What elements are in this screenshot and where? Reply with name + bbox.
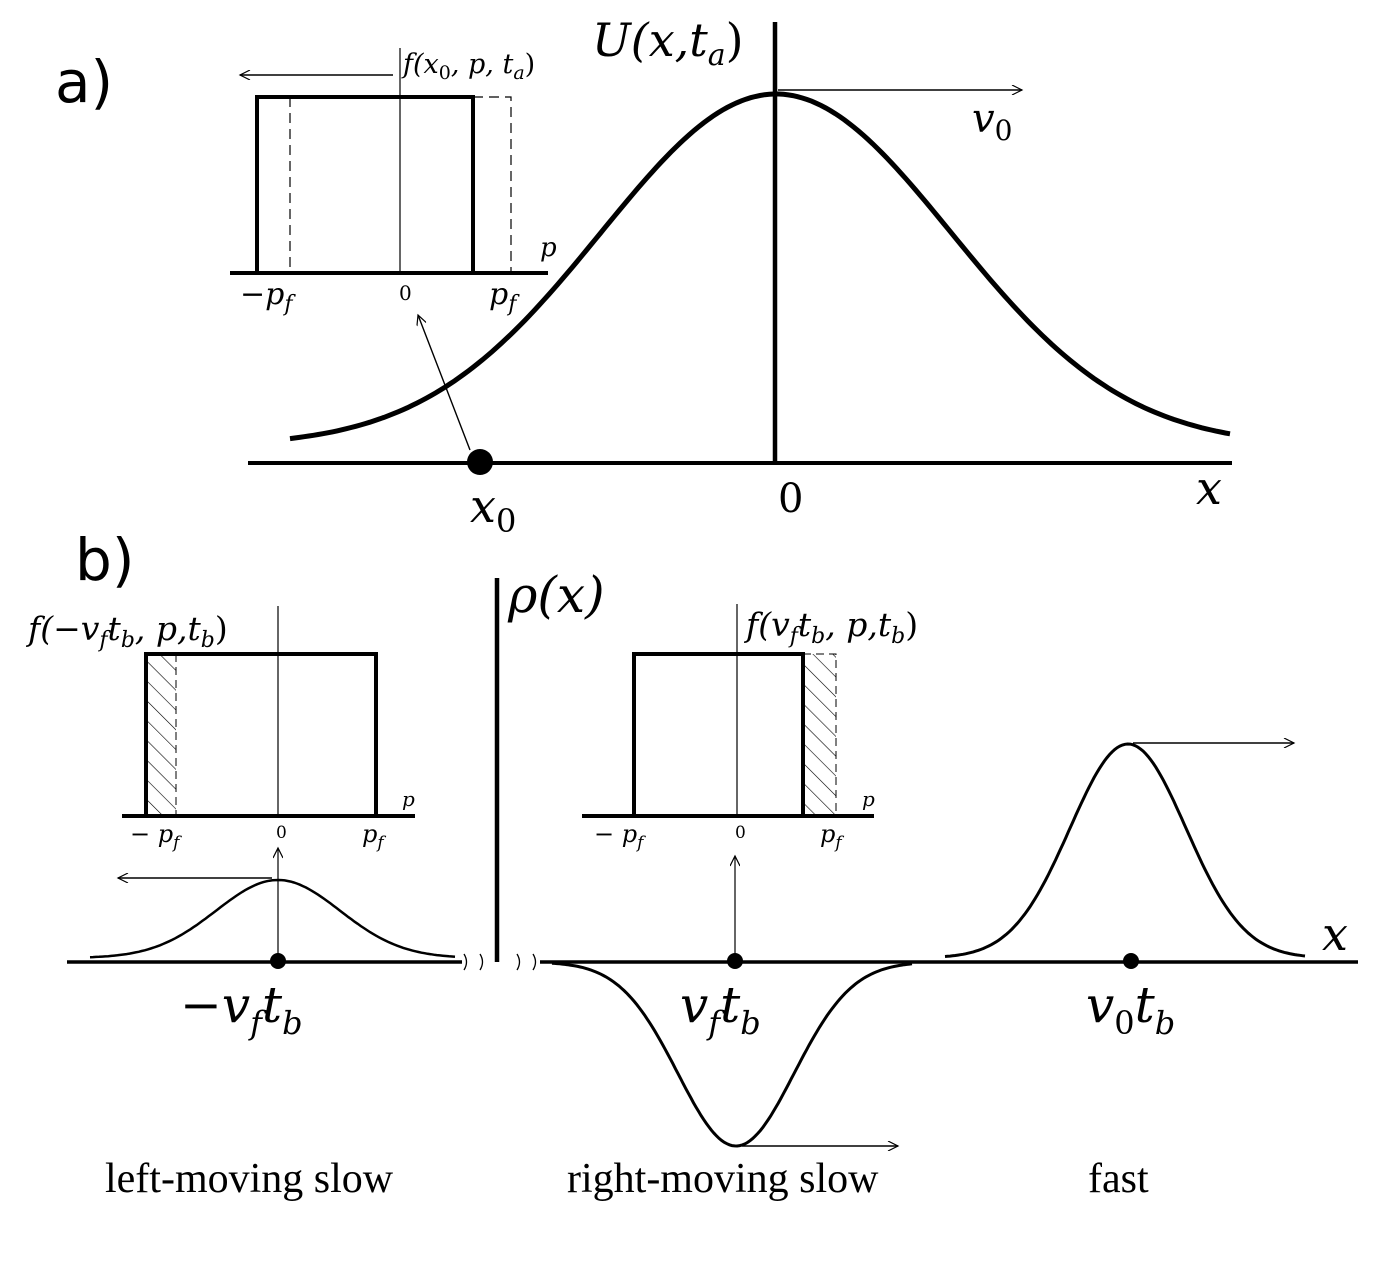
panel-b-x-label: x (1322, 907, 1348, 961)
panel-a-inset: f(x0, p, ta) p −pf 0 pf (230, 48, 557, 317)
panel-b: b) x ρ(x) −vftb f(−vftb, p,tb) p − pf 0 … (25, 526, 1358, 1202)
left-inset-p-label: p (402, 787, 415, 811)
middle-inset-right-tick: pf (820, 820, 844, 853)
right-slow-dip (551, 961, 913, 1148)
inset-a-fermi-right-dashed (473, 96, 512, 273)
inset-a-p-label: p (540, 233, 557, 263)
left-slow-caption: left-moving slow (105, 1156, 394, 1202)
left-slow-bump (89, 878, 456, 959)
fast-caption: fast (1088, 1156, 1149, 1202)
fast-bump (944, 742, 1306, 958)
left-point (270, 953, 286, 969)
middle-inset-center-tick: 0 (735, 823, 746, 843)
left-inset-center-tick: 0 (276, 823, 287, 843)
middle-inset-title: f(vftb, p,tb) (743, 605, 918, 649)
middle-point-label: vftb (680, 976, 761, 1042)
left-inset-right-tick: pf (362, 820, 386, 853)
middle-inset: f(vftb, p,tb) p − pf 0 pf (582, 604, 918, 853)
middle-inset-p-label: p (862, 787, 875, 811)
inset-a-right-tick: pf (489, 277, 520, 317)
left-inset-hatched-region (146, 654, 176, 815)
left-point-label: −vftb (180, 976, 303, 1042)
axis-break-marks (463, 953, 537, 971)
middle-inset-hatched-region (803, 654, 836, 815)
left-inset-title: f(−vftb, p,tb) (25, 609, 228, 653)
inset-a-title: f(x0, p, ta) (401, 49, 535, 84)
potential-label: U(x,ta) (592, 13, 744, 73)
panel-b-label: b) (75, 526, 134, 594)
x0-to-inset-arrow (418, 315, 471, 451)
inset-a-distribution (255, 95, 475, 273)
velocity-label: v0 (972, 96, 1012, 147)
potential-curve (289, 91, 1231, 442)
fast-point-label: v0tb (1086, 976, 1175, 1042)
left-inset-left-tick: − pf (130, 820, 182, 853)
density-label: ρ(x) (507, 566, 605, 624)
left-inset-distribution (144, 652, 378, 816)
right-slow-caption: right-moving slow (567, 1156, 879, 1202)
x0-label: x0 (470, 479, 516, 540)
panel-a-label: a) (55, 48, 113, 116)
inset-a-left-tick: −pf (240, 277, 296, 317)
middle-inset-dashed (803, 653, 837, 816)
fast-point (1123, 953, 1139, 969)
panel-a-origin-label: 0 (778, 476, 803, 522)
inset-a-center-tick: 0 (399, 281, 412, 305)
panel-a-x-label: x (1196, 461, 1222, 515)
middle-inset-left-tick: − pf (594, 820, 646, 853)
x0-point (467, 449, 493, 475)
panel-a: a) v0 U(x,ta) 0 x x0 f(x0, p, ta) p (55, 13, 1232, 540)
left-inset: f(−vftb, p,tb) p − pf 0 pf (25, 606, 415, 853)
middle-point (727, 953, 743, 969)
middle-inset-distribution (632, 652, 805, 816)
